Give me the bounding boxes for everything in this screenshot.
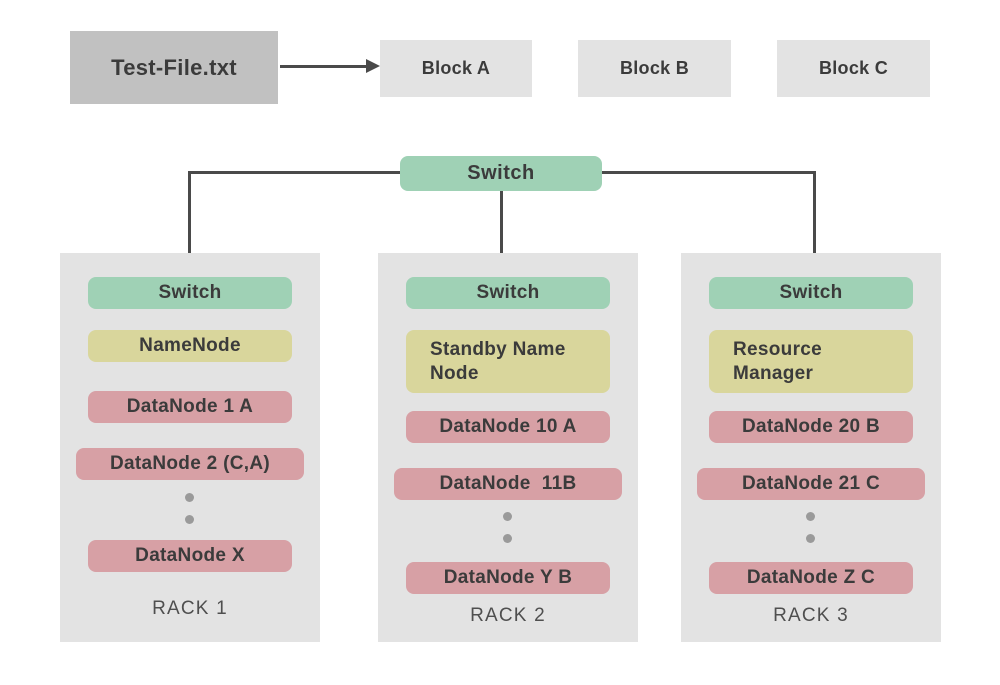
rack3-switch-box: Switch xyxy=(709,277,913,309)
rack1-switch-box: Switch xyxy=(88,277,292,309)
rack1-title: RACK 1 xyxy=(152,598,228,619)
rack2-datanode-10a-box: DataNode 10 A xyxy=(406,411,610,443)
rack1-namenode-label: NameNode xyxy=(139,335,241,356)
block-c-box: Block C xyxy=(777,40,930,97)
rack3-switch-label: Switch xyxy=(779,282,843,303)
connector-center-vertical xyxy=(500,189,503,253)
rack3-resource-manager-label: Resource Manager xyxy=(733,338,822,384)
block-a-box: Block A xyxy=(380,40,532,97)
ellipsis-dot xyxy=(503,534,512,543)
ellipsis-dot xyxy=(503,512,512,521)
rack2-switch-label: Switch xyxy=(476,282,540,303)
right-arrow-icon xyxy=(366,59,380,73)
rack3-datanode-21c-label: DataNode 21 C xyxy=(742,473,880,494)
connector-right-horizontal xyxy=(600,171,816,174)
rack-1: Switch NameNode DataNode 1 A DataNode 2 … xyxy=(60,253,320,642)
rack3-resource-manager-box: Resource Manager xyxy=(709,330,913,393)
rack2-datanode-yb-box: DataNode Y B xyxy=(406,562,610,594)
rack2-datanode-yb-label: DataNode Y B xyxy=(443,567,573,588)
rack1-datanode-2ca-label: DataNode 2 (C,A) xyxy=(110,453,270,474)
rack-3: Switch Resource Manager DataNode 20 B Da… xyxy=(681,253,941,642)
ellipsis-dot xyxy=(185,515,194,524)
rack3-title: RACK 3 xyxy=(773,605,849,626)
rack1-datanode-x-label: DataNode X xyxy=(135,545,245,566)
rack-2: Switch Standby Name Node DataNode 10 A D… xyxy=(378,253,638,642)
rack1-datanode-x-box: DataNode X xyxy=(88,540,292,572)
rack1-datanode-1a-box: DataNode 1 A xyxy=(88,391,292,423)
rack3-datanode-20b-box: DataNode 20 B xyxy=(709,411,913,443)
rack2-datanode-11b-box: DataNode 11B xyxy=(394,468,622,500)
rack3-datanode-zc-box: DataNode Z C xyxy=(709,562,913,594)
test-file-box: Test-File.txt xyxy=(70,31,278,104)
test-file-label: Test-File.txt xyxy=(111,54,237,80)
block-b-box: Block B xyxy=(578,40,731,97)
rack1-datanode-2ca-box: DataNode 2 (C,A) xyxy=(76,448,304,480)
rack2-switch-box: Switch xyxy=(406,277,610,309)
connector-right-vertical xyxy=(813,171,816,253)
rack3-datanode-zc-label: DataNode Z C xyxy=(746,567,876,588)
rack1-switch-label: Switch xyxy=(158,282,222,303)
core-switch-box: Switch xyxy=(400,156,602,191)
block-a-label: Block A xyxy=(421,58,491,78)
rack2-datanode-10a-label: DataNode 10 A xyxy=(439,416,577,437)
ellipsis-dot xyxy=(185,493,194,502)
rack1-namenode-box: NameNode xyxy=(88,330,292,362)
rack3-datanode-21c-box: DataNode 21 C xyxy=(697,468,925,500)
file-to-block-arrow-line xyxy=(280,65,368,68)
core-switch-label: Switch xyxy=(467,162,535,184)
connector-left-horizontal xyxy=(188,171,402,174)
ellipsis-dot xyxy=(806,512,815,521)
block-c-label: Block C xyxy=(818,58,889,78)
block-b-label: Block B xyxy=(619,58,690,78)
rack3-datanode-20b-label: DataNode 20 B xyxy=(742,416,880,437)
rack2-title: RACK 2 xyxy=(470,605,546,626)
ellipsis-dot xyxy=(806,534,815,543)
connector-left-vertical xyxy=(188,171,191,253)
rack2-standby-namenode-label: Standby Name Node xyxy=(430,338,566,384)
rack2-standby-namenode-box: Standby Name Node xyxy=(406,330,610,393)
rack1-datanode-1a-label: DataNode 1 A xyxy=(126,396,254,417)
rack2-datanode-11b-label: DataNode 11B xyxy=(439,473,577,494)
